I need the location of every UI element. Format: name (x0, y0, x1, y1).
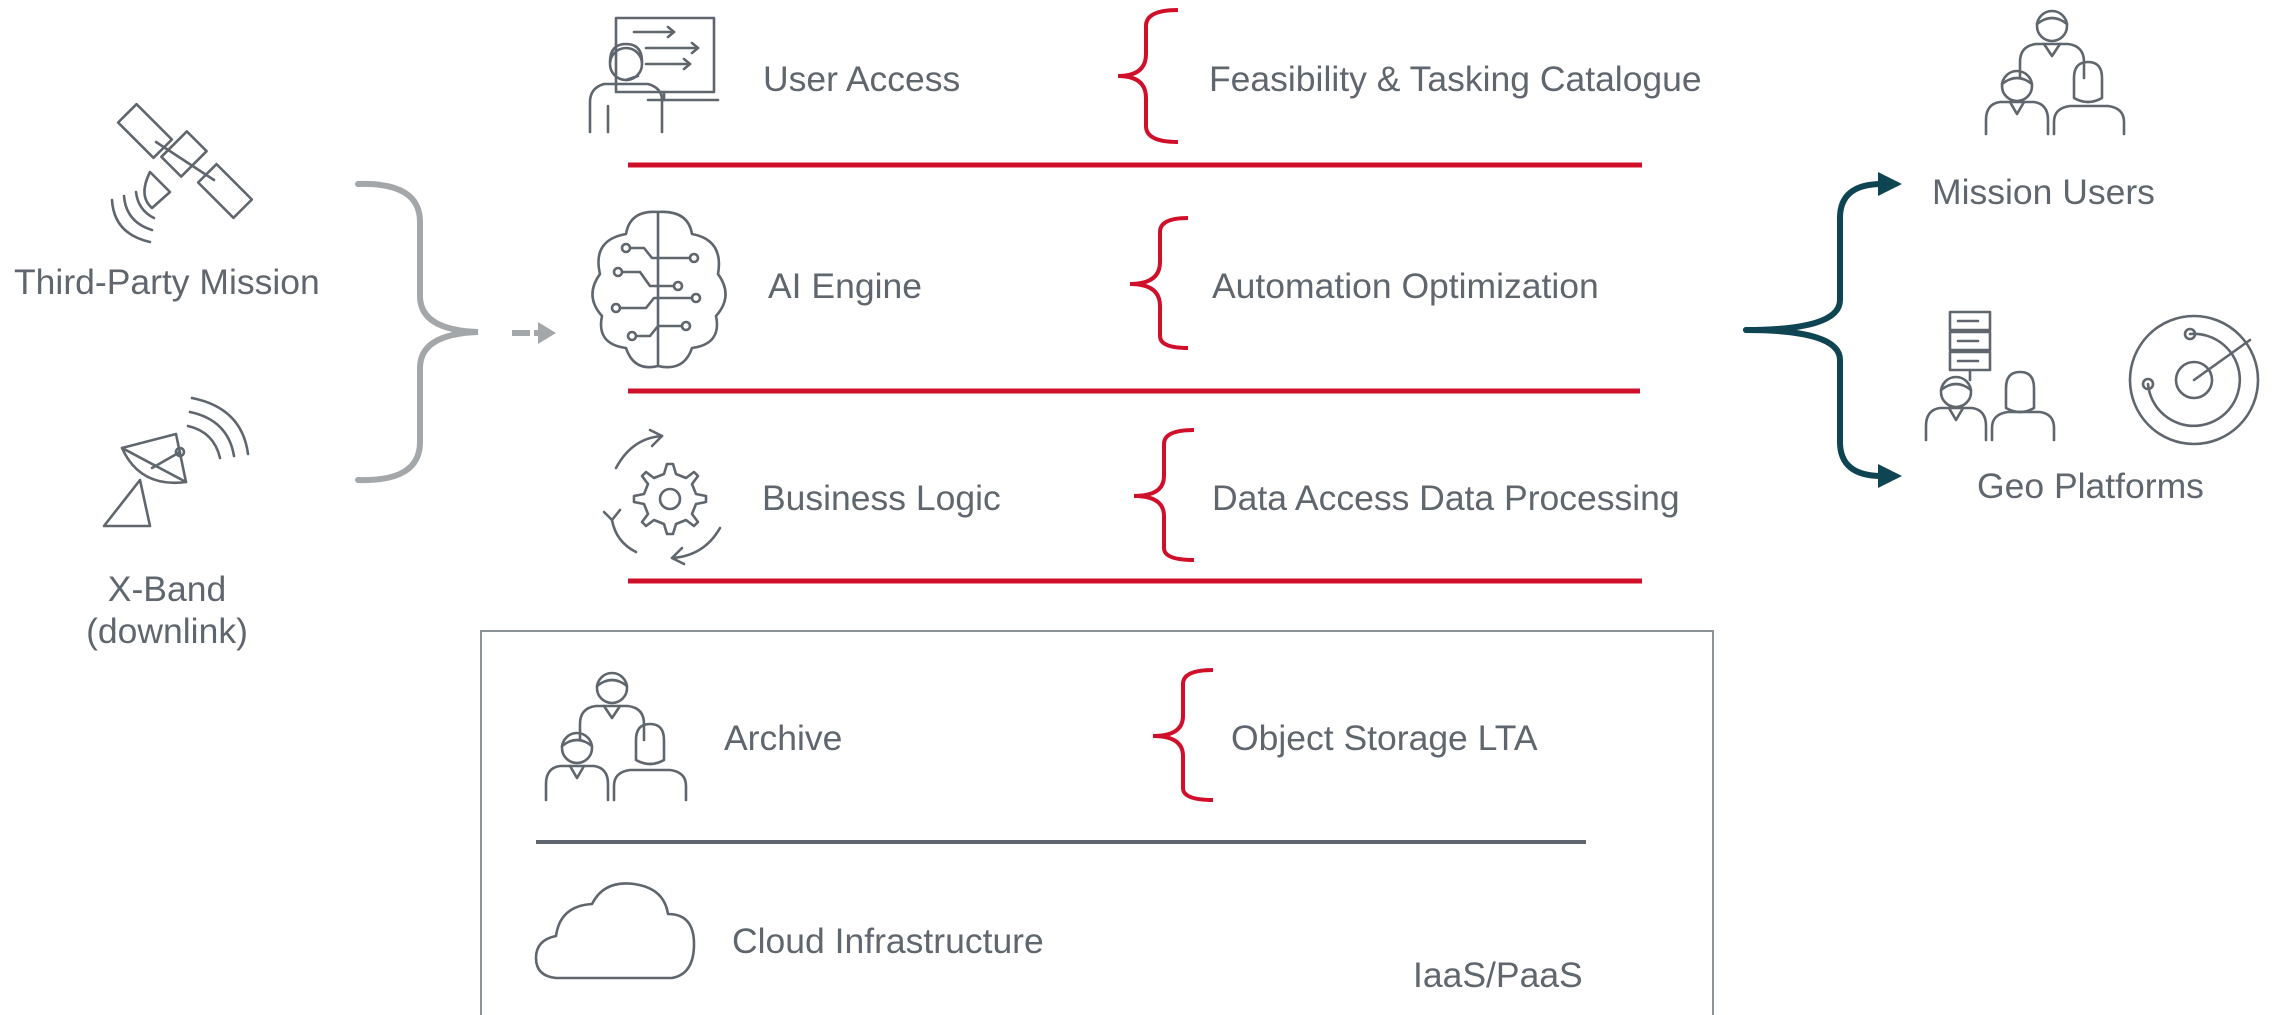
infrastructure-box (480, 630, 1714, 1015)
layer-label-ai-engine: AI Engine (768, 266, 922, 306)
archive-label: Archive (724, 718, 842, 758)
xband-label-line1: X-Band (108, 569, 226, 609)
third-party-mission-label: Third-Party Mission (14, 262, 320, 302)
layer-detail-ai-engine: Automation Optimization (1212, 266, 1599, 306)
radar-icon (2128, 314, 2260, 446)
layer-brace-business-logic (1133, 428, 1195, 562)
arrow-head-geo-platforms (1878, 464, 1902, 488)
server-people-icon (1924, 310, 2056, 442)
brain-circuit-icon (591, 210, 727, 369)
layer-detail-business-logic: Data Access Data Processing (1212, 478, 1680, 518)
dashed-arrow-head (538, 322, 556, 344)
input-merge-brace (355, 180, 479, 484)
people-group-icon (1984, 9, 2126, 136)
layer-detail-user-access: Feasibility & Tasking Catalogue (1209, 59, 1702, 99)
layer-label-business-logic: Business Logic (762, 478, 1001, 518)
gear-cycle-icon (602, 428, 722, 566)
layer-brace-ai-engine (1129, 216, 1189, 350)
output-brace-upper (1743, 181, 1885, 333)
geo-platforms-label: Geo Platforms (1977, 466, 2204, 506)
mission-users-label: Mission Users (1932, 172, 2155, 212)
xband-label-line2: (downlink) (86, 611, 248, 651)
satellite-dish-icon (102, 396, 250, 528)
satellite-icon (110, 102, 254, 244)
user-access-icon (588, 16, 720, 134)
cloud-infrastructure-detail: IaaS/PaaS (1413, 955, 1583, 995)
people-group-icon (544, 671, 688, 802)
archive-brace (1152, 668, 1214, 802)
layer-brace-user-access (1117, 8, 1179, 144)
output-brace-lower (1743, 327, 1885, 479)
layer-label-user-access: User Access (763, 59, 960, 99)
arrow-head-mission-users (1878, 172, 1902, 196)
cloud-infrastructure-label: Cloud Infrastructure (732, 921, 1044, 961)
cloud-icon (534, 882, 696, 980)
archive-detail: Object Storage LTA (1231, 718, 1538, 758)
